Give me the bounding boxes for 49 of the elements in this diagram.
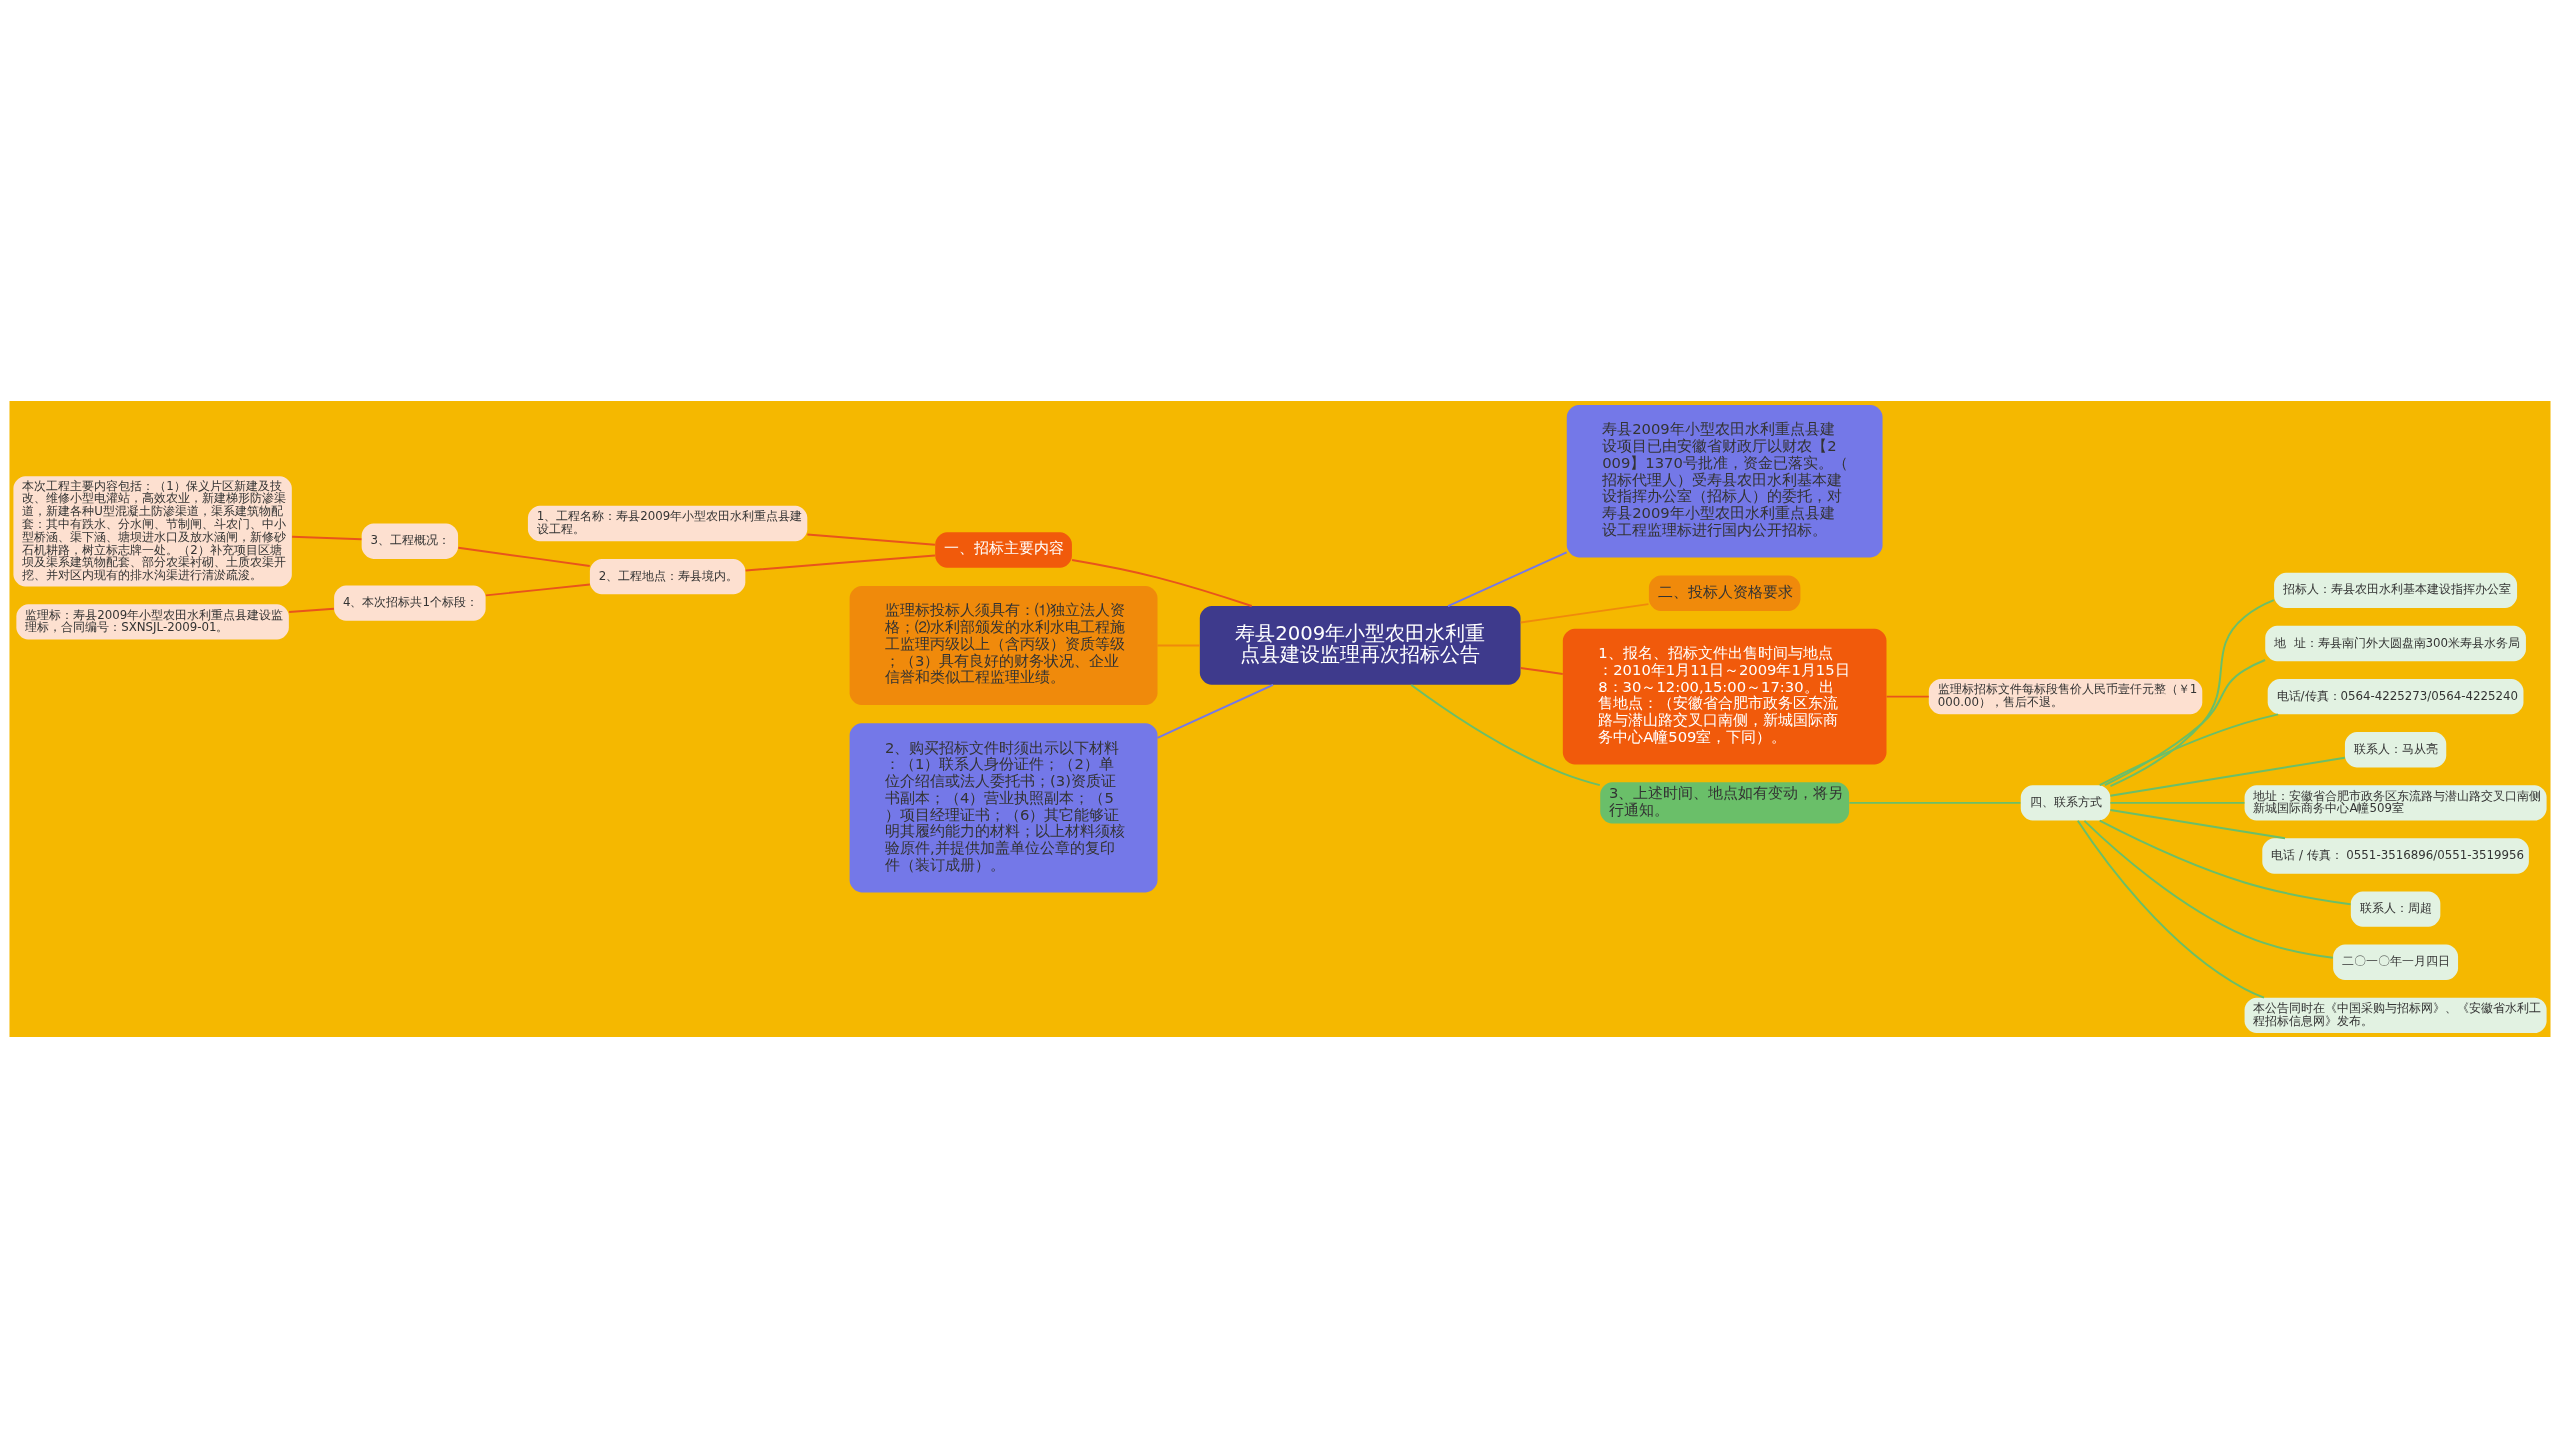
connector xyxy=(291,535,363,540)
node-box: 2、购买招标文件时须出示以下材料：（1）联系人身份证件；（2）单位介绍信或法人委托书；(3)资质证书副本；（4）营业执照副本；（5）项目经理证书；（6）其它能够证明其履约能力的材料；以上材料须核验原件,并提供加盖单位公章的复印件（装订成册）。 xyxy=(849,722,1158,892)
node-box: 4、本次招标共1个标段： xyxy=(334,584,486,621)
node-box: 2、工程地点：寿县境内。 xyxy=(589,558,746,594)
connector xyxy=(1447,550,1568,607)
node-box: 四、联系方式 xyxy=(2020,784,2111,821)
node-box: 寿县2009年小型农田水利重点县建设项目已由安徽省财政厅以财农【2009】1370号批准，资金已落实。（招标代理人）受寿县农田水利基本建设指挥办公室（招标人）的委托，对寿县2009年小型农田水利重点县建设工程监理标进行国内公开招标。 xyxy=(1566,404,1883,557)
node-box: 地 址：寿县南门外大圆盘南300米寿县水务局 xyxy=(2265,625,2526,661)
connector xyxy=(484,583,591,596)
connector xyxy=(744,553,936,571)
connector xyxy=(2109,801,2246,804)
node-box: 二〇一〇年一月四日 xyxy=(2333,944,2459,980)
connector xyxy=(1519,666,1564,675)
connector xyxy=(1156,643,1201,646)
connector xyxy=(1885,695,1930,698)
connector xyxy=(2109,808,2286,839)
node-box: 本公告同时在《中国采购与招标网》、《安徽省水利工程招标信息网》发布。 xyxy=(2244,997,2547,1033)
node-box: 电话 / 传真： 0551-3516896/0551-3519956 xyxy=(2262,837,2529,874)
connector xyxy=(457,546,591,567)
connector xyxy=(2076,819,2265,999)
node-box: 1、工程名称：寿县2009年小型农田水利重点县建设工程。 xyxy=(527,505,808,541)
connector xyxy=(1071,558,1253,607)
node-box: 3、上述时间、地点如有变动，将另行通知。 xyxy=(1600,781,1850,823)
connector xyxy=(288,607,335,613)
node-box: 本次工程主要内容包括：（1）保义片区新建及技改、维修小型电灌站，高效农业，新建梯形防渗渠道，新建各种U型混凝土防渗渠道，渠系建筑物配套：其中有跌水、分水闸、节制闸、斗农门、中小型桥涵、渠下涵、塘坝进水口及放水涵闸，新修砂石机耕路，树立标志牌一处。（2）补充项目区塘坝及渠系建筑物配套、部分农渠衬砌、土质农渠开挖、并对区内现有的排水沟渠进行清淤疏浚。 xyxy=(13,475,292,586)
connector xyxy=(2103,658,2267,786)
connector xyxy=(2098,712,2279,786)
connector xyxy=(1848,801,2022,804)
connector xyxy=(1519,602,1650,623)
connector xyxy=(1156,683,1275,739)
connector xyxy=(2098,819,2352,905)
node-box: 联系人：马从亮 xyxy=(2344,731,2447,767)
node-box: 寿县2009年小型农田水利重点县建设监理再次招标公告 xyxy=(1199,605,1521,685)
node-box: 联系人：周超 xyxy=(2350,890,2441,927)
node-box: 电话/传真：0564-4225273/0564-4225240 xyxy=(2267,678,2524,714)
connector xyxy=(2083,819,2334,959)
node-box: 监理标招标文件每标段售价人民币壹仟元整（￥1000.00），售后不退。 xyxy=(1928,678,2203,714)
node-box: 监理标：寿县2009年小型农田水利重点县建设监理标，合同编号：SXNSJL-2009-01。 xyxy=(16,603,289,640)
node-box: 地址：安徽省合肥市政务区东流路与潜山路交叉口南侧新城国际商务中心A幢509室 xyxy=(2244,784,2547,821)
node-box: 1、报名、招标文件出售时间与地点：2010年1月11日～2009年1月15日8：30～12:00,15:00～17:30。出售地点：（安徽省合肥市政务区东流路与潜山路交叉口南侧，新城国际商务中心A幢509室，下同）。 xyxy=(1562,628,1887,764)
connector xyxy=(806,533,936,546)
connector xyxy=(1410,683,1601,786)
connector xyxy=(2109,598,2275,787)
connector xyxy=(2109,756,2346,797)
node-box: 招标人：寿县农田水利基本建设指挥办公室 xyxy=(2274,572,2518,608)
node-box: 3、工程概况： xyxy=(361,523,459,559)
node-box: 一、招标主要内容 xyxy=(935,531,1072,568)
node-box: 二、投标人资格要求 xyxy=(1648,575,1801,611)
node-box: 监理标投标人须具有：⑴独立法人资格；⑵水利部颁发的水利水电工程施工监理丙级以上（含丙级）资质等级；（3）具有良好的财务状况、企业信誉和类似工程监理业绩。 xyxy=(849,585,1158,705)
